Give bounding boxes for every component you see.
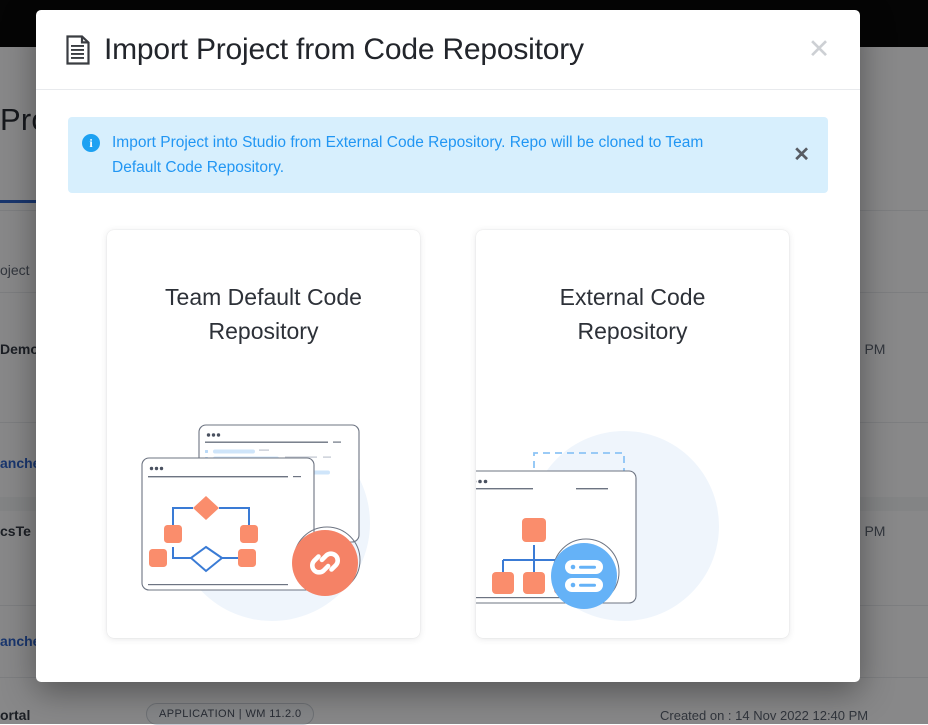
team-default-repository-illustration xyxy=(107,408,420,638)
modal-title: Import Project from Code Repository xyxy=(104,33,584,67)
option-card-title: External Code Repository xyxy=(518,280,748,348)
info-banner: i Import Project into Studio from Extern… xyxy=(68,117,828,193)
import-project-modal: Import Project from Code Repository ✕ i … xyxy=(36,10,860,682)
close-icon[interactable]: ✕ xyxy=(804,35,834,65)
info-icon: i xyxy=(82,134,100,152)
external-repository-illustration xyxy=(476,408,789,638)
repository-option-cards: Team Default Code Repository xyxy=(68,230,828,638)
option-card-external-code-repository[interactable]: External Code Repository xyxy=(476,230,789,638)
info-banner-text: Import Project into Studio from External… xyxy=(112,130,752,180)
option-card-title: Team Default Code Repository xyxy=(149,280,379,348)
option-card-team-default-code-repository[interactable]: Team Default Code Repository xyxy=(107,230,420,638)
document-icon xyxy=(66,35,90,65)
banner-close-icon[interactable]: ✕ xyxy=(793,145,810,165)
modal-body: i Import Project into Studio from Extern… xyxy=(36,90,860,682)
modal-header: Import Project from Code Repository ✕ xyxy=(36,10,860,90)
